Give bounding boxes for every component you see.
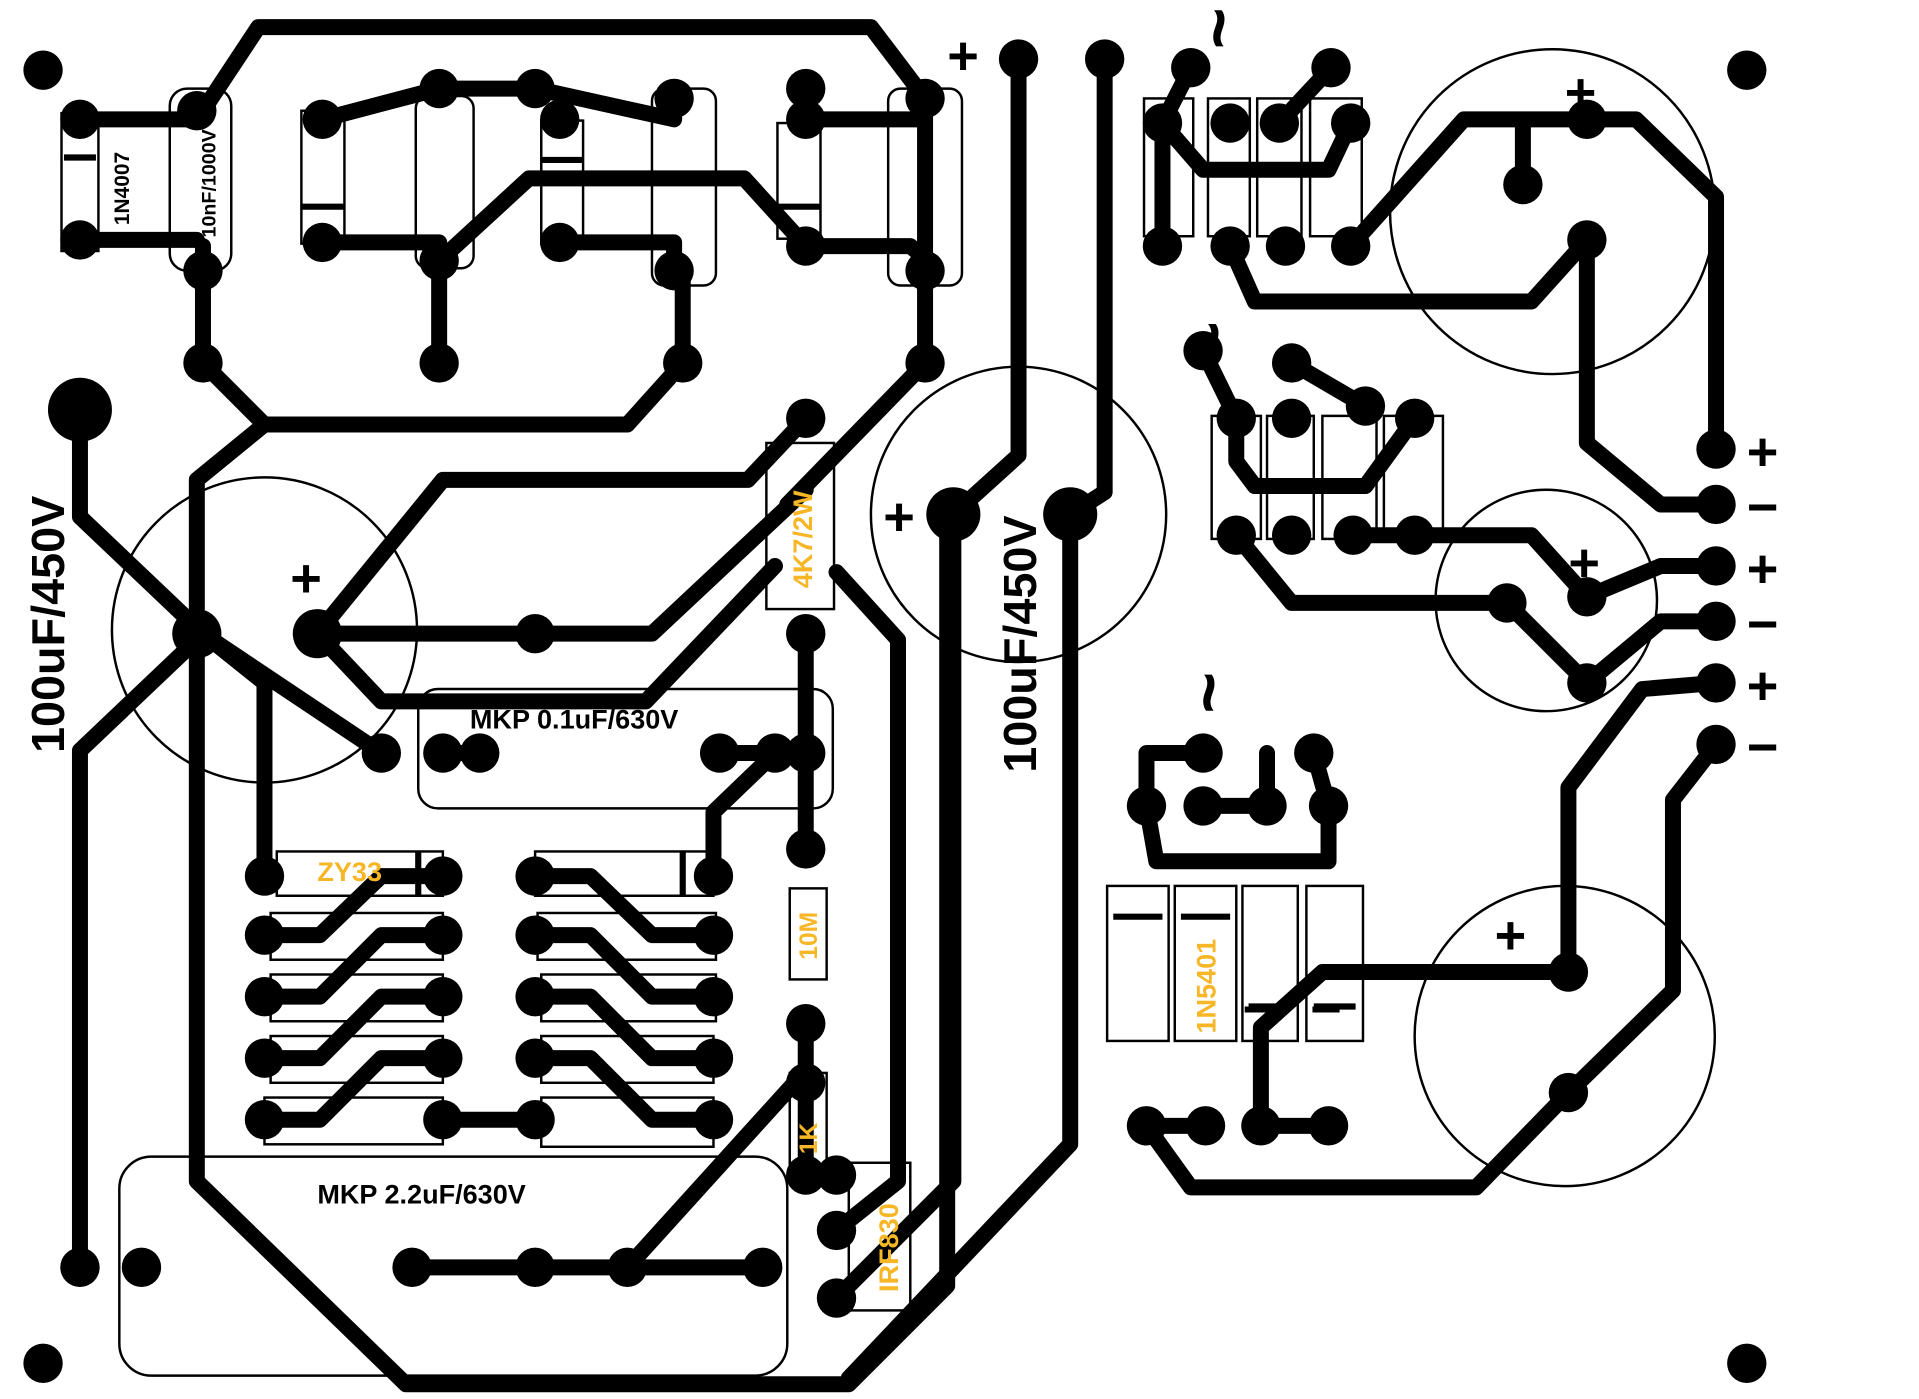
- label-res-1k: 1K: [796, 1122, 823, 1154]
- outline-bridge-1: [1105, 884, 1170, 1043]
- label-mkp-large: MKP 2.2uF/630V: [317, 1179, 525, 1209]
- trace-bulk-left: [71, 401, 390, 1276]
- plus-mark: +: [1495, 906, 1527, 966]
- plus-mark: +: [1747, 656, 1779, 716]
- label-mosfet: IRF830: [874, 1203, 904, 1292]
- outline-bridge-3: [1241, 884, 1300, 1043]
- ac-marks: ~ ~ ~: [1169, 8, 1259, 714]
- label-c-bulk-left: 100uF/450V: [22, 496, 74, 753]
- pad-holes: [1575, 562, 1584, 570]
- mounting-hole-bl: [23, 1343, 63, 1384]
- outline-c-out-1: [1388, 47, 1717, 376]
- label-c-bulk-right: 100uF/450V: [994, 515, 1046, 772]
- ac-input-mark: ~: [1169, 672, 1249, 714]
- copper-pads: [23, 39, 1767, 1384]
- minus-mark: −: [1242, 979, 1274, 1039]
- cathode-bands: [63, 154, 1356, 1010]
- minus-mark: −: [1747, 594, 1779, 654]
- component-labels: 100uF/450V 100uF/450V 1N4007 10nF/1000V …: [22, 129, 1221, 1292]
- outline-res-10m: [788, 887, 828, 981]
- mounting-hole-tl: [23, 50, 63, 90]
- trace-bridge: [1138, 674, 1725, 1196]
- label-res-4k7: 4K7/2W: [788, 490, 818, 588]
- trace-zener-left: [256, 868, 544, 1128]
- label-cap-10nf: 10nF/1000V: [198, 129, 220, 237]
- outline-mkp-large: [118, 1155, 789, 1377]
- minus-mark: −: [1747, 717, 1779, 777]
- trace-zener-right: [527, 868, 722, 1128]
- label-diode-1n4007: 1N4007: [111, 152, 134, 225]
- ac-input-mark: ~: [1178, 8, 1258, 50]
- polarity-marks: + + + + + + + − + − + − − −: [290, 26, 1778, 1040]
- plus-mark: +: [1747, 422, 1779, 482]
- outline-bridge-2: [1173, 884, 1238, 1043]
- plus-mark: +: [1747, 539, 1779, 599]
- minus-mark: −: [1747, 477, 1779, 537]
- label-mkp-small: MKP 0.1uF/630V: [470, 704, 678, 734]
- minus-mark: −: [1310, 979, 1342, 1039]
- label-diode-1n5401: 1N5401: [1191, 939, 1221, 1034]
- mounting-hole-br: [1727, 1343, 1767, 1384]
- trace-rect-mid: [1195, 342, 1725, 691]
- plus-mark: +: [883, 487, 915, 547]
- label-zener: ZY33: [317, 857, 382, 887]
- trace-plus-left: [309, 410, 814, 710]
- label-res-10m: 10M: [796, 912, 823, 960]
- plus-mark: +: [1568, 533, 1600, 593]
- mounting-hole-tr: [1727, 50, 1767, 90]
- outline-bridge-4: [1305, 884, 1365, 1043]
- plus-mark: +: [1565, 63, 1597, 123]
- trace-4k7-down: [828, 564, 906, 1239]
- trace-bulk-right: [828, 51, 1113, 1387]
- outline-mkp-small: [417, 687, 835, 810]
- plus-mark: +: [947, 26, 979, 86]
- plus-mark: +: [290, 549, 322, 609]
- ac-input-mark: ~: [1172, 321, 1252, 363]
- trace-res-top: [314, 80, 934, 371]
